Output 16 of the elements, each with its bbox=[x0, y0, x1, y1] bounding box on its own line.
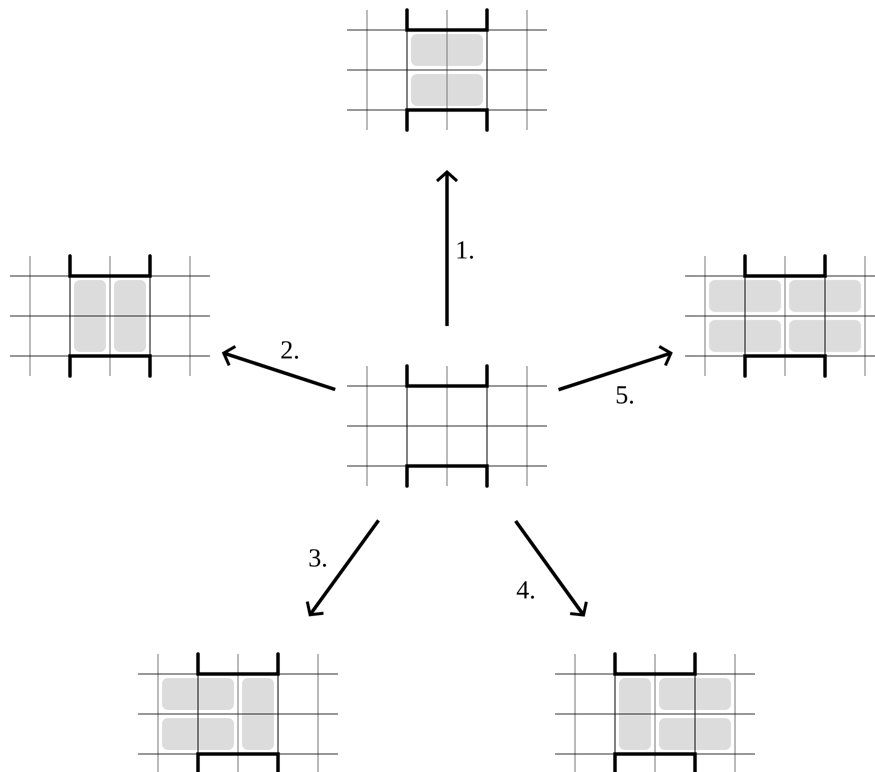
arrow bbox=[514, 520, 588, 617]
arrow bbox=[436, 170, 458, 326]
arrow bbox=[558, 345, 673, 392]
edge-label: 5. bbox=[614, 385, 636, 405]
arrow bbox=[306, 519, 380, 616]
grid-drawing bbox=[684, 254, 875, 378]
edge-label: 3. bbox=[307, 548, 329, 568]
grid-drawing bbox=[554, 652, 756, 772]
grid-drawing bbox=[346, 8, 548, 132]
edge-label: 1. bbox=[454, 240, 476, 260]
grid-drawing bbox=[138, 652, 338, 772]
edge-label: 4. bbox=[515, 580, 537, 600]
arrow bbox=[222, 345, 336, 392]
grid-drawing bbox=[346, 364, 548, 488]
grid-drawing bbox=[10, 254, 210, 378]
edge-label: 2. bbox=[279, 340, 301, 360]
